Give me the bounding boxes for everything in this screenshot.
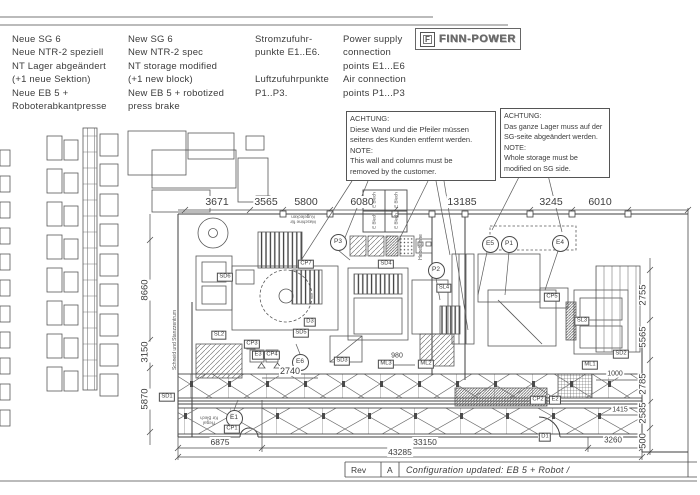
note-english: New SG 6 New NTR-2 spec NT storage modif… — [128, 34, 225, 113]
note-german: Neue SG 6 Neue NTR-2 speziell NT Lager a… — [12, 34, 107, 113]
finn-power-logo: F FINN-POWER — [415, 28, 521, 50]
upper-machines — [127, 130, 271, 249]
logo-icon: F — [420, 31, 435, 47]
note-power-german: Stromzufuhr- punkte E1..E6. Luftzufuhrpu… — [255, 34, 329, 99]
note-power-english: Power supply connection points E1...E6 A… — [343, 34, 407, 99]
rev-label: Rev — [351, 465, 367, 475]
warning-wall: ACHTUNG: Diese Wand und die Pfeiler müss… — [346, 111, 496, 181]
warning-storage: ACHTUNG: Das ganze Lager muss auf der SG… — [500, 108, 610, 178]
leader-lines — [233, 174, 563, 411]
robot-press-brake — [477, 225, 641, 355]
storage-racks — [0, 127, 119, 427]
logo-wordmark: FINN-POWER — [439, 33, 516, 45]
conveyors — [177, 373, 643, 435]
rev-value: A — [387, 465, 393, 475]
revision-description: Configuration updated: EB 5 + Robot / — [406, 465, 570, 475]
punch-shear-centre — [195, 231, 475, 345]
